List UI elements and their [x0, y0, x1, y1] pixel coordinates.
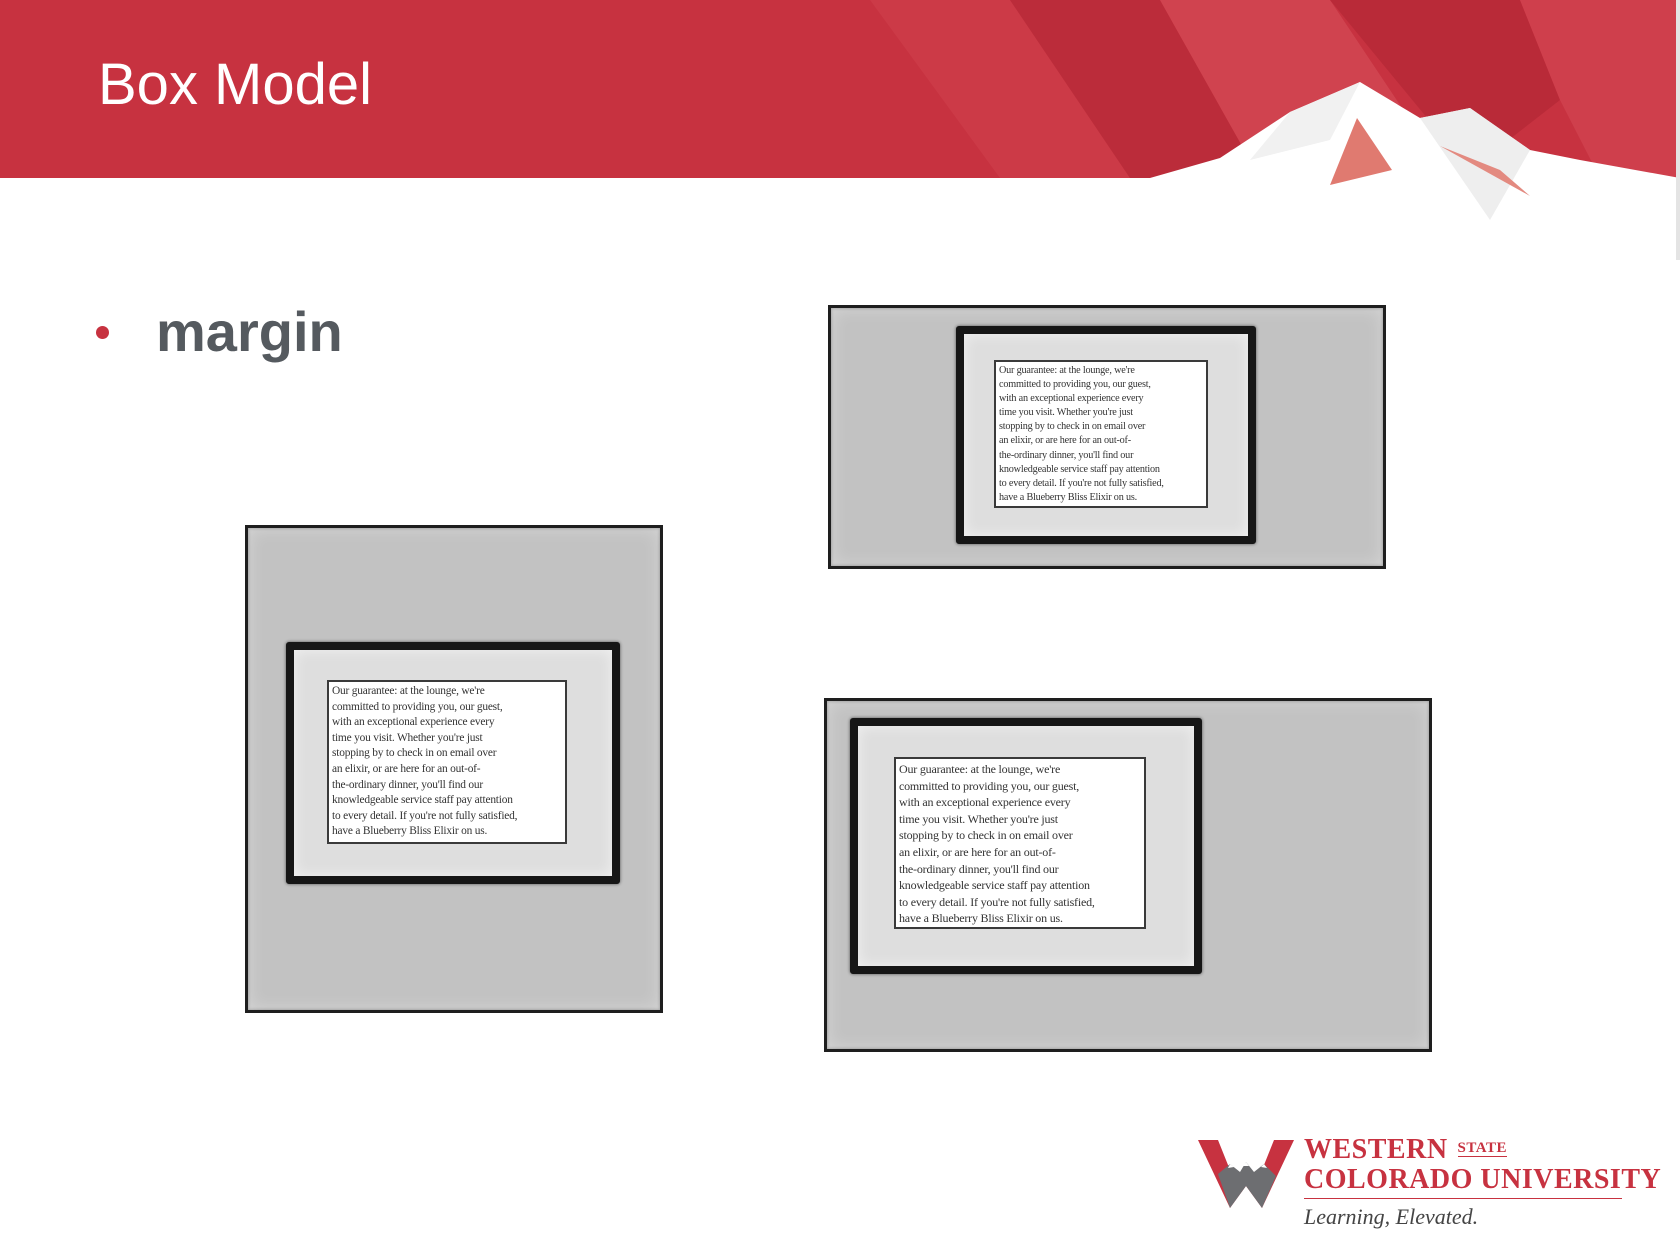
sketch-text-line: Our guarantee: at the lounge, we're [999, 365, 1135, 376]
logo-state: STATE [1457, 1140, 1508, 1157]
sketch-text-line: knowledgeable service staff pay attentio… [332, 794, 513, 807]
sketch-text-line: stopping by to check in on email over [332, 747, 497, 760]
sketch-text-line: committed to providing you, our guest, [332, 700, 503, 713]
content-area: Our guarantee: at the lounge, we're comm… [994, 360, 1208, 508]
bullet-dot-icon [96, 325, 109, 339]
sketch-text-line: committed to providing you, our guest, [899, 778, 1080, 793]
sketch-paragraph: Our guarantee: at the lounge, we're comm… [999, 364, 1203, 505]
sketch-text-line: to every detail. If you're not fully sat… [332, 809, 518, 822]
sketch-text-line: knowledgeable service staff pay attentio… [999, 463, 1160, 475]
content-area: Our guarantee: at the lounge, we're comm… [894, 757, 1146, 929]
sketch-text-line: time you visit. Whether you're just [999, 407, 1133, 419]
bullet-item: margin [96, 304, 343, 360]
sketch-text-line: to every detail. If you're not fully sat… [899, 894, 1095, 909]
logo-western: WESTERN [1304, 1134, 1448, 1165]
header-banner [0, 0, 1680, 260]
sketch-text-line: time you visit. Whether you're just [899, 811, 1058, 826]
sketch-text-line: have a Blueberry Bliss Elixir on us. [999, 491, 1137, 503]
university-logo: WESTERN STATE COLORADO UNIVERSITY Learnin… [1198, 1130, 1661, 1230]
sketch-text-line: the-ordinary dinner, you'll find our [332, 778, 483, 791]
sketch-text-line: have a Blueberry Bliss Elixir on us. [332, 825, 488, 838]
sketch-text-line: Our guarantee: at the lounge, we're [332, 685, 485, 697]
logo-wordmark-line1: WESTERN STATE [1304, 1134, 1508, 1166]
sketch-text-line: Our guarantee: at the lounge, we're [899, 762, 1061, 776]
sketch-paragraph: Our guarantee: at the lounge, we're comm… [899, 761, 1141, 927]
sketch-text-line: with an exceptional experience every [999, 393, 1144, 405]
sketch-text-line: stopping by to check in on email over [899, 828, 1073, 843]
sketch-text-line: committed to providing you, our guest, [999, 379, 1151, 391]
sketch-text-line: with an exceptional experience every [899, 795, 1071, 810]
logo-wordmark-line2: COLORADO UNIVERSITY [1304, 1164, 1662, 1195]
logo-tagline: Learning, Elevated. [1304, 1204, 1479, 1229]
slide-title: Box Model [98, 52, 373, 117]
sketch-text-line: the-ordinary dinner, you'll find our [999, 449, 1134, 461]
sketch-text-line: to every detail. If you're not fully sat… [999, 477, 1164, 489]
w-mountain-logo-icon [1198, 1140, 1294, 1208]
content-area: Our guarantee: at the lounge, we're comm… [327, 680, 567, 844]
bullet-text: margin [156, 300, 343, 363]
sketch-text-line: with an exceptional experience every [332, 716, 495, 729]
sketch-text-line: have a Blueberry Bliss Elixir on us. [899, 911, 1063, 926]
sketch-text-line: stopping by to check in on email over [999, 421, 1146, 433]
sketch-text-line: an elixir, or are here for an out-of- [999, 435, 1131, 447]
sketch-text-line: an elixir, or are here for an out-of- [332, 762, 481, 775]
sketch-text-line: the-ordinary dinner, you'll find our [899, 861, 1059, 876]
sketch-paragraph: Our guarantee: at the lounge, we're comm… [332, 684, 562, 840]
sketch-text-line: time you visit. Whether you're just [332, 731, 483, 744]
sketch-text-line: knowledgeable service staff pay attentio… [899, 878, 1090, 893]
sketch-text-line: an elixir, or are here for an out-of- [899, 844, 1056, 859]
logo-divider [1304, 1198, 1622, 1199]
